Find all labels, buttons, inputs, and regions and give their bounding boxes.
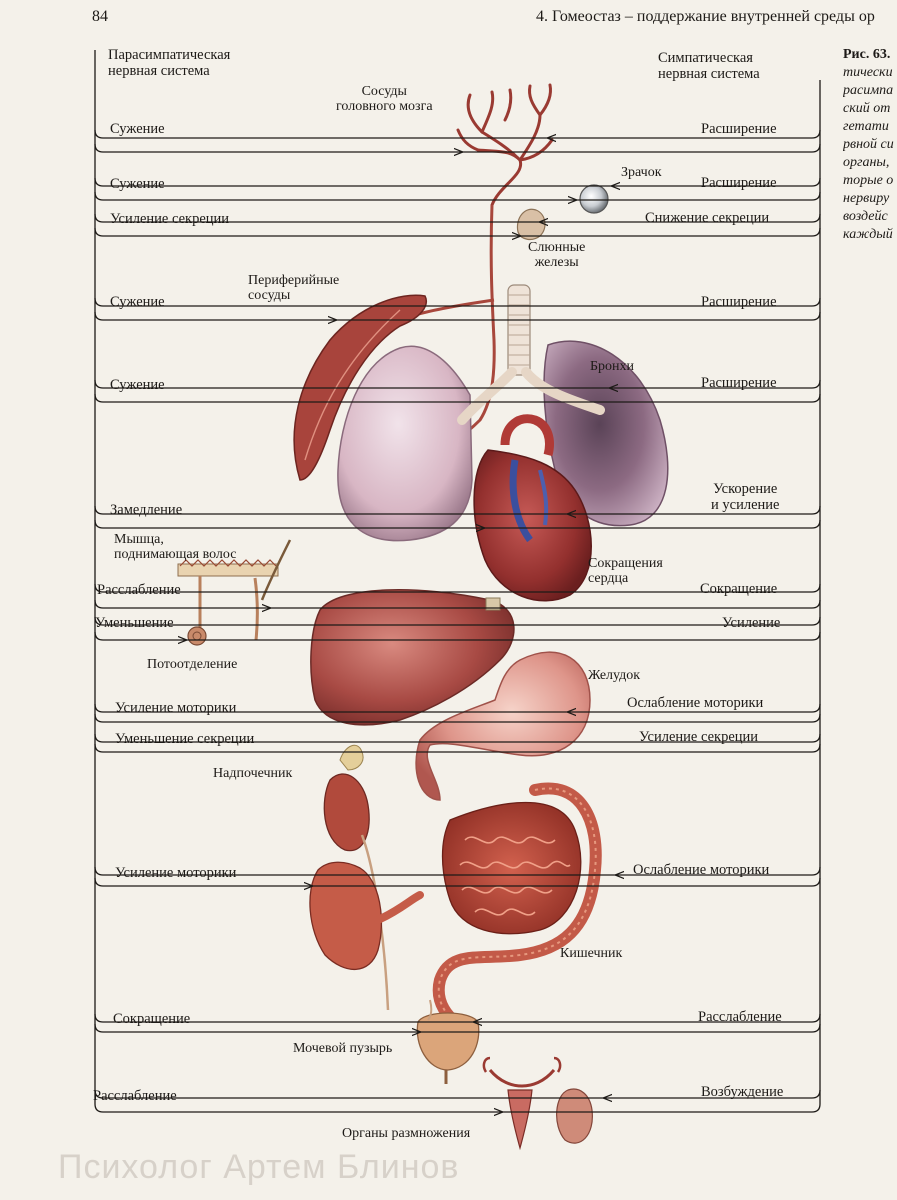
- row-line-top-1: [94, 129, 821, 139]
- left-effect-10: Уменьшение секреции: [115, 731, 255, 747]
- right-effect-2: Расширение: [701, 175, 777, 191]
- right-effect-1: Расширение: [701, 121, 777, 137]
- right-effect-10: Усиление секреции: [639, 729, 759, 745]
- trachea: [457, 284, 605, 425]
- left-effect-2: Сужение: [110, 176, 165, 192]
- salivary-glands-label: Слюнные железы: [528, 240, 586, 270]
- row-line-top-11: [94, 866, 821, 876]
- salivary-gland: [516, 208, 546, 241]
- row-line-bottom-13: [94, 1103, 821, 1113]
- liver: [310, 589, 515, 726]
- innervation-lines: [94, 50, 821, 1113]
- row-line-bottom-10: [94, 743, 821, 753]
- watermark: Психолог Артем Блинов: [58, 1148, 460, 1186]
- right-effect-9: Ослабление моторики: [627, 695, 764, 711]
- row-line-top-4: [94, 297, 821, 307]
- bladder-label: Мочевой пузырь: [293, 1041, 393, 1056]
- adrenal-label: Надпочечник: [213, 766, 293, 781]
- right-effect-12: Расслабление: [698, 1009, 782, 1025]
- left-effect-4: Сужение: [110, 294, 165, 310]
- right-effect-5: Расширение: [701, 375, 777, 391]
- row-line-top-13: [94, 1089, 821, 1099]
- left-lung: [337, 345, 473, 542]
- parasympathetic-system-label: Парасимпатическая нервная система: [108, 47, 231, 79]
- row-line-bottom-2: [94, 191, 821, 201]
- row-line-top-9: [94, 703, 821, 713]
- muscle-with-vessels: [293, 294, 427, 481]
- adrenal-gland: [339, 744, 364, 771]
- reproductive-organs-label: Органы размножения: [342, 1126, 471, 1141]
- row-line-bottom-5: [94, 393, 821, 403]
- pupil-label: Зрачок: [621, 165, 662, 180]
- urinary-bladder: [416, 1012, 480, 1071]
- row-line-bottom-11: [94, 877, 821, 887]
- pupil-eyeball: [579, 184, 609, 214]
- heart-contraction-label: Сокращения сердца: [588, 556, 663, 586]
- row-line-top-6: [94, 505, 821, 515]
- stomach: [415, 651, 591, 801]
- right-effect-3: Снижение секреции: [645, 210, 770, 226]
- left-effect-3: Усиление секреции: [110, 211, 230, 227]
- row-line-bottom-8: [94, 631, 821, 641]
- row-line-top-5: [94, 379, 821, 389]
- right-effect-7: Сокращение: [700, 581, 778, 597]
- left-effect-11: Усиление моторики: [115, 865, 237, 881]
- page-number: 84: [92, 8, 108, 25]
- row-line-bottom-12: [94, 1023, 821, 1033]
- sympathetic-system-label: Симпатическая нервная система: [658, 50, 760, 82]
- row-line-top-3: [94, 213, 821, 223]
- left-effect-13: Расслабление: [93, 1088, 177, 1104]
- bronchi-label: Бронхи: [590, 359, 635, 374]
- stomach-label: Желудок: [588, 668, 641, 683]
- row-line-bottom-9: [94, 713, 821, 723]
- left-effect-12: Сокращение: [113, 1011, 191, 1027]
- row-line-bottom-4: [94, 311, 821, 321]
- row-line-bottom-1: [94, 143, 821, 153]
- row-line-top-2: [94, 177, 821, 187]
- left-effect-8: Уменьшение: [95, 615, 174, 631]
- right-effect-11: Ослабление моторики: [633, 862, 770, 878]
- row-line-bottom-6: [94, 519, 821, 529]
- left-effect-1: Сужение: [110, 121, 165, 137]
- left-effect-9: Усиление моторики: [115, 700, 237, 716]
- row-line-bottom-3: [94, 227, 821, 237]
- row-line-bottom-7: [94, 599, 821, 609]
- left-effect-6: Замедление: [110, 502, 183, 518]
- intestine-label: Кишечник: [560, 946, 623, 961]
- left-effect-7: Расслабление: [97, 582, 181, 598]
- figure-caption: Рис. 63. тически расимпа ский от гетати …: [843, 47, 894, 242]
- right-effect-6: Ускорение и усиление: [711, 481, 780, 513]
- row-line-top-8: [94, 616, 821, 626]
- left-effect-5: Сужение: [110, 377, 165, 393]
- brain-vessels-label: Сосуды головного мозга: [336, 84, 433, 114]
- right-effect-13: Возбуждение: [701, 1084, 784, 1100]
- row-line-top-12: [94, 1013, 821, 1023]
- right-effect-4: Расширение: [701, 294, 777, 310]
- sweating-label: Потоотделение: [147, 657, 238, 672]
- reproductive-organs-illustration: [482, 1056, 593, 1151]
- hair-muscle-label: Мышца, поднимающая волос: [114, 532, 237, 562]
- row-line-top-7: [94, 583, 821, 593]
- peripheral-vessels-label: Периферийные сосуды: [248, 273, 340, 303]
- running-title: 4. Гомеостаз – поддержание внутренней ср…: [536, 8, 875, 25]
- row-line-top-10: [94, 733, 821, 743]
- right-effect-8: Усиление: [722, 615, 781, 631]
- colon-segment: [309, 861, 383, 971]
- brain-vessels-illustration: [456, 83, 554, 207]
